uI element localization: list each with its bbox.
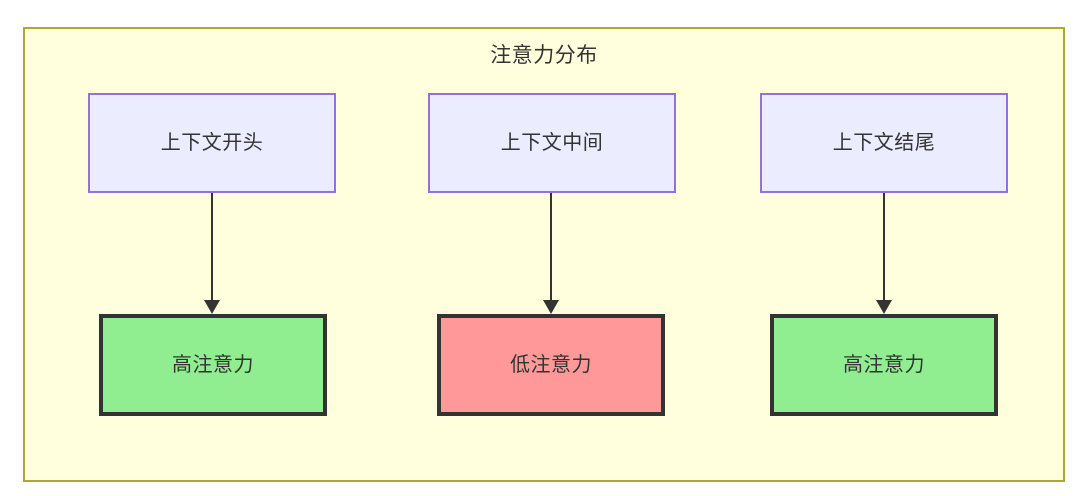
node-attn-low-middle[interactable]: 低注意力 [437, 314, 665, 416]
node-attn-high-start[interactable]: 高注意力 [99, 314, 327, 416]
node-ctx-middle[interactable]: 上下文中间 [428, 93, 676, 193]
node-attn-high-end[interactable]: 高注意力 [770, 314, 998, 416]
node-ctx-end[interactable]: 上下文结尾 [760, 93, 1008, 193]
group-title: 注意力分布 [490, 44, 598, 67]
node-ctx-start[interactable]: 上下文开头 [88, 93, 336, 193]
